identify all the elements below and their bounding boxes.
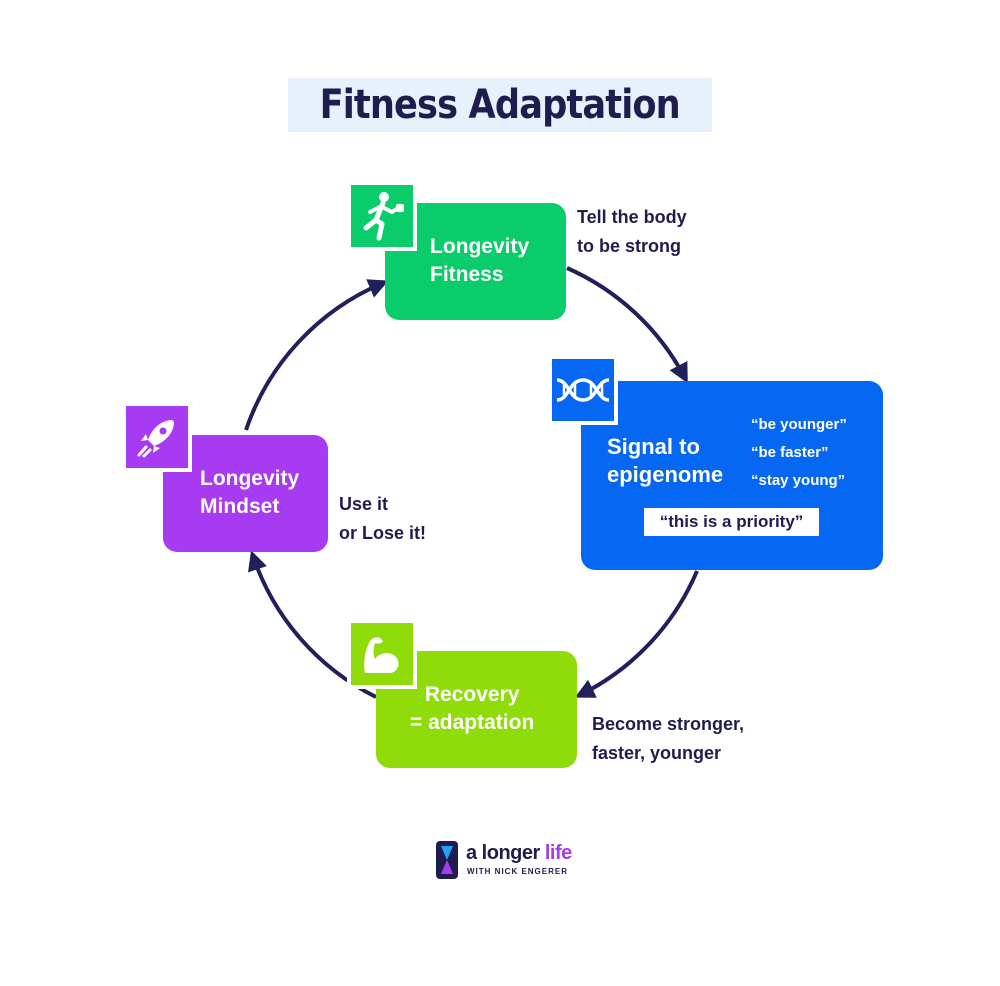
node-label-line2: Fitness	[430, 263, 504, 286]
priority-badge: “this is a priority”	[644, 508, 819, 536]
node-label-line1: Longevity	[200, 467, 300, 490]
signal-quotes: “be younger” “be faster” “stay young”	[751, 411, 847, 495]
node-label-line1: Signal to	[607, 434, 700, 459]
dna-icon	[548, 355, 618, 425]
note-use-it-or-lose-it: Use it or Lose it!	[339, 490, 426, 548]
node-label-line2: epigenome	[607, 462, 724, 487]
arrow-signal-to-recovery	[574, 570, 699, 698]
arrow-mindset-to-fitness	[244, 279, 389, 431]
quote-item: “stay young”	[751, 472, 846, 489]
note-line1: Tell the body	[577, 207, 687, 227]
quote-item: “be younger”	[751, 416, 847, 433]
hourglass-icon	[436, 841, 458, 879]
note-line2: to be strong	[577, 236, 681, 256]
note-line1: Become stronger,	[592, 714, 745, 734]
rocket-icon	[122, 402, 192, 472]
node-label-line2: = adaptation	[410, 711, 535, 734]
logo-text-main: a longer	[466, 842, 545, 864]
page-title: Fitness Adaptation	[319, 82, 681, 128]
node-signal-to-epigenome: Signal to epigenome “be younger” “be fas…	[581, 381, 883, 570]
logo-text-accent: life	[544, 842, 572, 864]
note-tell-the-body: Tell the body to be strong	[577, 203, 687, 261]
note-line1: Use it	[339, 494, 389, 514]
brand-logo: a longer life WITH NICK ENGERER	[434, 840, 584, 882]
flexed-bicep-icon	[347, 619, 417, 689]
title-banner: Fitness Adaptation	[288, 78, 712, 132]
running-person-icon	[347, 181, 417, 251]
node-label-line1: Longevity	[430, 235, 530, 258]
note-line2: or Lose it!	[339, 523, 427, 543]
logo-subtitle: WITH NICK ENGERER	[467, 867, 568, 876]
node-label-line2: Mindset	[200, 495, 280, 518]
quote-item: “be faster”	[751, 444, 829, 461]
node-label-line1: Recovery	[424, 683, 520, 706]
note-line2: faster, younger	[592, 743, 722, 763]
arrow-fitness-to-signal	[566, 266, 688, 384]
note-become-stronger: Become stronger, faster, younger	[592, 710, 744, 768]
